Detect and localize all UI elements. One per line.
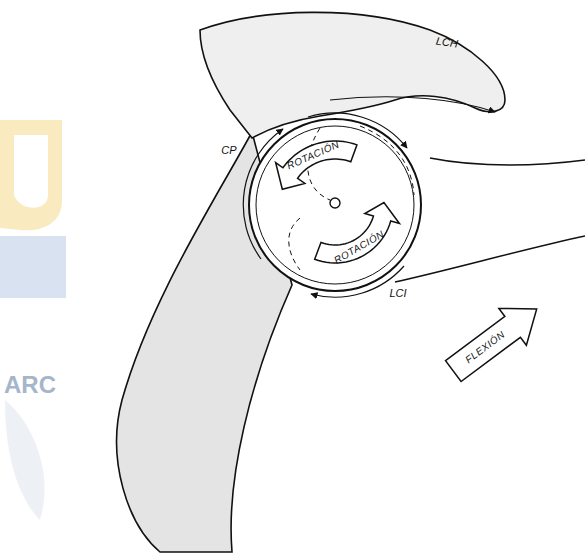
flexion-arrow: FLEXIÓN bbox=[435, 298, 553, 386]
rotation-arrow: ROTACIÓN bbox=[255, 128, 370, 210]
dashed-contour bbox=[360, 126, 414, 195]
scapula-edge bbox=[430, 158, 585, 165]
rotation-arrow: ROTACIÓN bbox=[290, 170, 405, 270]
watermark-text: ARC bbox=[4, 371, 56, 399]
capsule-arrow bbox=[243, 129, 283, 259]
watermark bbox=[0, 120, 66, 520]
arrow-shape bbox=[255, 128, 370, 210]
ligament-arrow bbox=[330, 97, 495, 112]
articular-surface bbox=[256, 126, 414, 284]
arrow-outline bbox=[440, 290, 551, 389]
ligament-label: LCI bbox=[389, 287, 406, 299]
acromion bbox=[200, 12, 505, 138]
capsule-label: CP bbox=[221, 144, 236, 156]
dashed-contour bbox=[289, 218, 300, 270]
rotation-center bbox=[330, 198, 340, 208]
humeral-head bbox=[249, 119, 421, 291]
scapula-edge bbox=[395, 236, 585, 282]
